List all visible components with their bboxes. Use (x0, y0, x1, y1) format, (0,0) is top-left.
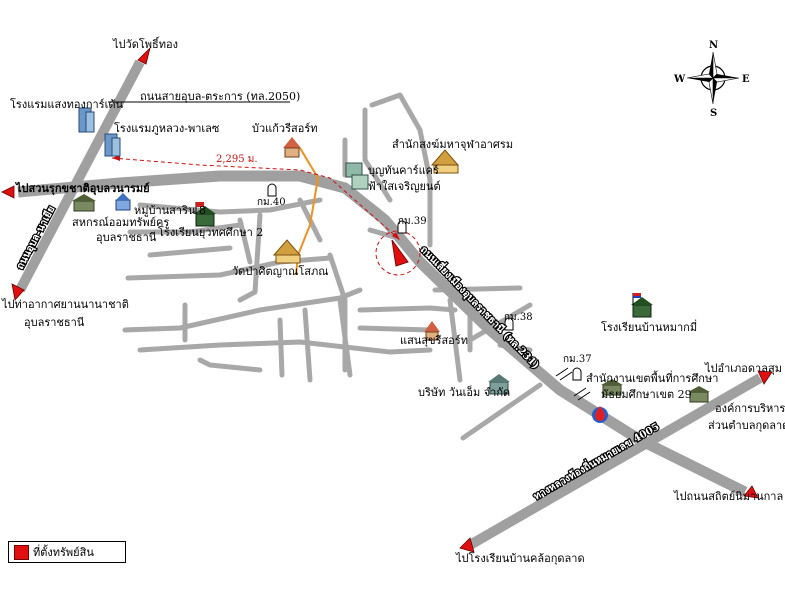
hotel-icon (104, 133, 121, 157)
temple-icon (272, 239, 302, 264)
label-hotel-phuluang: โรงแรมภูหลวง-พาเลซ (114, 121, 220, 135)
company-icon (488, 374, 510, 395)
diagonal-road (15, 59, 145, 293)
cooperative-icon (72, 194, 96, 212)
property-marker (391, 239, 409, 267)
label-suan-rukkha: ไปสวนรุกขชาติอุบลวนารมย์ (14, 181, 150, 196)
resort-icon (283, 137, 301, 158)
label-km39: กม.39 (398, 216, 427, 227)
legend-label: ที่ตั้งทรัพย์สิน (33, 546, 94, 559)
label-samnak-song: สำนักสงฆ์มหาจุฬาอาศรม (392, 138, 513, 151)
office-icon (688, 386, 710, 403)
temple-icon (430, 149, 460, 174)
legend-property-swatch (14, 544, 29, 560)
label-office-area: สำนักงานเขตพื้นที่การศึกษา (586, 370, 718, 385)
direction-arrows (1, 46, 773, 553)
garage-icon (345, 162, 369, 190)
property-circle (375, 230, 421, 276)
label-bua-kaew: บัวแก้วรีสอร์ท (252, 122, 317, 135)
office-icon (601, 379, 623, 396)
label-km37: กม.37 (563, 354, 592, 365)
km-post-icon (267, 183, 582, 381)
label-school-nongmek: โรงเรียนบ้านหมากมี่ (601, 319, 697, 334)
compass-w: W (673, 74, 686, 85)
gas-station-icon (592, 406, 608, 423)
arrow-to-don-kan (757, 370, 773, 385)
label-mathayom: มัธยมศึกษาเขต 29 (601, 388, 692, 401)
label-saensuk: แสนสุขรีสอร์ท (400, 334, 468, 347)
arrow-to-suan-rukkha (1, 185, 15, 199)
label-distance: 2,295 ม. (216, 154, 258, 165)
label-uttayan-road: ถนนสายอุบล-ตระการ (ทล.2050) (140, 90, 300, 103)
arrow-to-wat-pho-thong (137, 46, 151, 65)
label-school-yuwa: โรงเรียนยุวทศศึกษา 2 (158, 225, 263, 239)
label-to-sathit: ไปถนนสถิตย์นิมานกาล (673, 490, 783, 503)
school-icon (631, 293, 653, 318)
label-km40: กม.40 (257, 197, 286, 208)
label-airport-1: ไปท่าอากาศยานนานาชาติ (1, 298, 129, 311)
label-hotel-saeng: โรงแรมแสงทองการ์เด้น (10, 97, 123, 111)
label-boon-thankarn: บุญทันคาร์แคร์ (368, 164, 439, 177)
label-to-don-kan: ไปอำเภอดาลสุม (704, 362, 782, 375)
arrow-to-kutlat-school (459, 537, 475, 553)
compass-n: N (709, 40, 718, 51)
label-rural-road: ทางหลวงท้องถิ่นหมายเลข 4005 (531, 419, 662, 503)
village-icon (115, 193, 131, 211)
compass-e: E (742, 74, 750, 85)
compass-s: S (710, 108, 717, 119)
compass-icon (686, 51, 740, 105)
distance-arrow-head (392, 232, 400, 240)
local-roads (122, 92, 543, 441)
label-mooban-sarin: หมู่บ้านสาริน 8 (134, 204, 206, 217)
label-ao-bor-1: องค์การบริหาร (715, 402, 785, 415)
rural-road-4005 (467, 373, 763, 550)
label-sahakorn-1: สหกรณ์ออมทรัพย์ครู (72, 216, 169, 229)
label-fa-sai: ฟ้าใสเจริญยนต์ (368, 180, 441, 193)
distance-line (111, 157, 401, 241)
resort-icon (424, 321, 440, 341)
label-ao-bor-2: ส่วนตำบลกุดลาด (708, 419, 785, 432)
hotel-icon (78, 107, 95, 133)
label-to-kutlat-school: ไปโรงเรียนบ้านคล้อกุดลาด (455, 551, 585, 565)
label-company: บริษัท วันเอ็ม จำกัด (418, 385, 510, 399)
arrow-to-sathit (743, 485, 759, 499)
label-wat-pa: วัดป่าศิตญาณโสภณ (232, 264, 328, 278)
label-km38: กม.38 (504, 312, 533, 323)
crossing-icon (555, 367, 591, 401)
label-airport-2: อุบลราชธานี (24, 316, 85, 329)
legend: ที่ตั้งทรัพย์สิน (8, 541, 126, 563)
main-highway (17, 170, 748, 497)
label-sahakorn-2: อุบลราชธานี (96, 231, 157, 244)
label-wat-pho-thong: ไปวัดโพธิ์ทอง (112, 36, 178, 51)
arrow-to-airport (11, 283, 25, 301)
school-icon (194, 202, 216, 227)
